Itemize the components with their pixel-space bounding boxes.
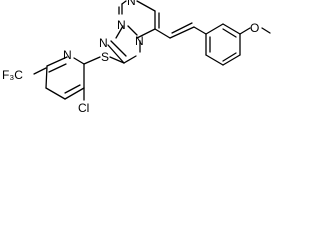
atom-label-triazole-n-bridge: N (135, 34, 144, 48)
atom-label-triazole-n-bottom: N (99, 36, 108, 50)
atom-label-trifluoromethyl: F₃C (2, 68, 23, 82)
bond (136, 0, 156, 12)
bond (127, 25, 138, 36)
bond (169, 26, 195, 39)
atom-label-sulfur: S (101, 50, 109, 64)
bond (205, 54, 224, 66)
atom-label-pyridine-n: N (63, 48, 72, 62)
bond (222, 52, 237, 62)
bond (110, 40, 127, 57)
bond (64, 84, 81, 94)
bond (222, 54, 241, 66)
bond (46, 56, 68, 67)
bond (64, 87, 85, 100)
bond (45, 87, 66, 100)
atom-label-pyrimidine-n: N (127, 0, 136, 8)
bond (222, 28, 237, 38)
bond (154, 28, 171, 39)
bond (261, 27, 271, 34)
bond (193, 26, 207, 35)
bond (115, 25, 124, 39)
bond (121, 0, 127, 5)
bond (107, 44, 125, 64)
bond (109, 56, 125, 64)
bond (239, 27, 251, 35)
bond (83, 56, 101, 65)
bond (73, 57, 85, 65)
bond (33, 67, 47, 75)
bond (171, 22, 193, 34)
chemical-structure-diagram: N N N N N S Cl O F₃C (2, 0, 271, 115)
bond (48, 63, 67, 73)
bond (205, 23, 224, 35)
bond (222, 23, 241, 35)
atom-label-chlorine: Cl (78, 101, 89, 115)
atom-label-triazole-n-top: N (117, 18, 126, 32)
bond (123, 55, 137, 64)
atom-label-oxygen: O (250, 21, 259, 35)
bond (45, 65, 48, 89)
bond (136, 28, 156, 39)
